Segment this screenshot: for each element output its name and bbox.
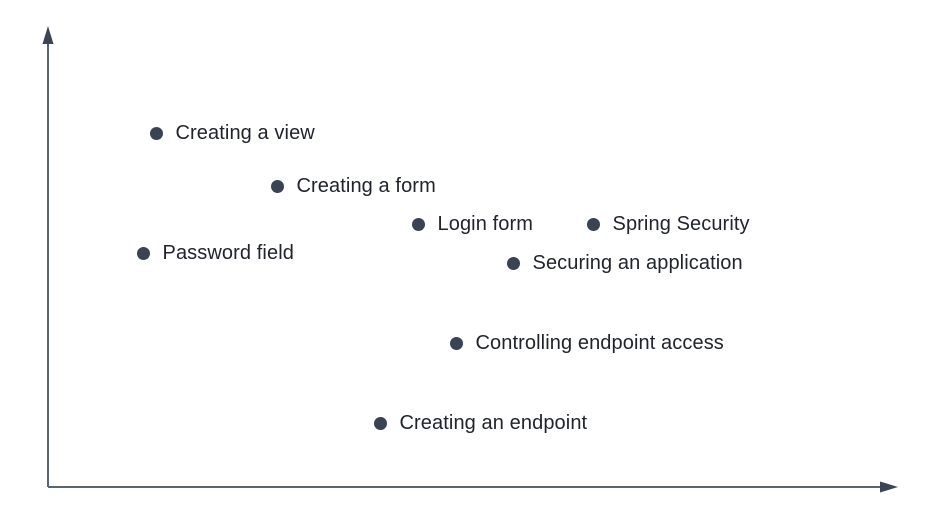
data-point-label: Creating a form	[296, 175, 436, 197]
data-point[interactable]: Password field	[136, 242, 294, 264]
data-point-label: Controlling endpoint access	[475, 332, 724, 354]
y-axis-arrowhead	[42, 26, 54, 44]
data-point[interactable]: Creating a form	[270, 175, 436, 197]
data-point[interactable]: Login form	[411, 213, 534, 235]
data-point[interactable]: Controlling endpoint access	[449, 332, 724, 354]
data-point-label: Securing an application	[532, 252, 743, 274]
x-axis-arrowhead	[880, 481, 898, 493]
data-point-label: Login form	[437, 213, 533, 235]
data-point-marker-icon	[411, 217, 425, 231]
x-axis	[48, 481, 898, 493]
data-point-marker-icon	[149, 126, 163, 140]
data-point-label: Creating a view	[175, 122, 315, 144]
data-point-marker-icon	[136, 246, 150, 260]
data-point-marker-icon	[506, 256, 520, 270]
data-point-marker-icon	[449, 336, 463, 350]
data-point-label: Password field	[162, 242, 294, 264]
data-point-label: Spring Security	[612, 213, 750, 235]
data-point[interactable]: Spring Security	[586, 213, 750, 235]
data-point-marker-icon	[373, 416, 387, 430]
data-point-label: Creating an endpoint	[399, 412, 588, 434]
data-point[interactable]: Securing an application	[506, 252, 743, 274]
data-point-marker-icon	[270, 179, 284, 193]
data-point-marker-icon	[586, 217, 600, 231]
y-axis	[42, 26, 54, 487]
data-point[interactable]: Creating an endpoint	[373, 412, 588, 434]
data-point[interactable]: Creating a view	[149, 122, 315, 144]
